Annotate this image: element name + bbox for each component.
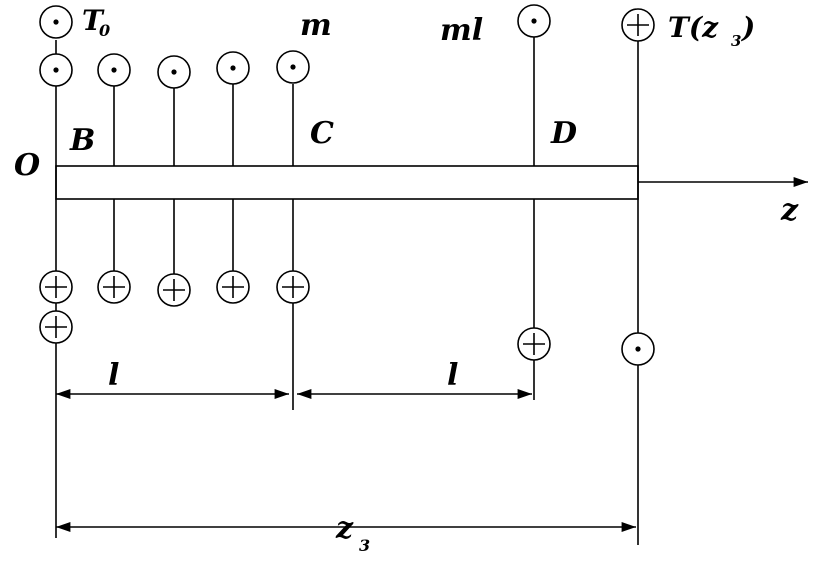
section-torque-subscript: 3 (731, 32, 741, 50)
plus-symbol (276, 270, 310, 304)
origin-label: O (14, 148, 40, 183)
section-torque-label: T(z (668, 11, 719, 44)
dot-symbol (216, 51, 250, 85)
dot-symbol (39, 5, 73, 39)
shaft (55, 165, 639, 200)
dimension-first-l-label: l (108, 358, 119, 393)
plus-symbol (97, 270, 131, 304)
point-c-label: C (310, 116, 334, 151)
dot-symbol (97, 53, 131, 87)
dimension-z3-label: z (335, 511, 354, 546)
point-d-label: D (550, 116, 577, 151)
dot-symbol (157, 55, 191, 89)
plus-symbol (216, 270, 250, 304)
plus-symbol (39, 310, 73, 344)
plus-symbol (157, 273, 191, 307)
torque-start-subscript: 0 (99, 21, 110, 40)
point-b-label: B (69, 123, 95, 158)
z-axis-label: z (780, 193, 799, 228)
dot-symbol (276, 50, 310, 84)
dimension-second-l-label: l (447, 358, 458, 393)
dot-symbols (39, 4, 655, 366)
plus-symbol (39, 270, 73, 304)
dot-symbol (39, 53, 73, 87)
plus-symbol (621, 8, 655, 42)
dimension-z3-subscript: 3 (359, 536, 370, 555)
plus-symbols (39, 8, 655, 361)
section-torque-close: ) (740, 11, 755, 44)
concentrated-torque-label: ml (440, 13, 483, 48)
dot-symbol (621, 332, 655, 366)
distributed-torque-label: m (300, 8, 332, 43)
torque-start-label: T (82, 4, 105, 37)
dot-symbol (517, 4, 551, 38)
plus-symbol (517, 327, 551, 361)
